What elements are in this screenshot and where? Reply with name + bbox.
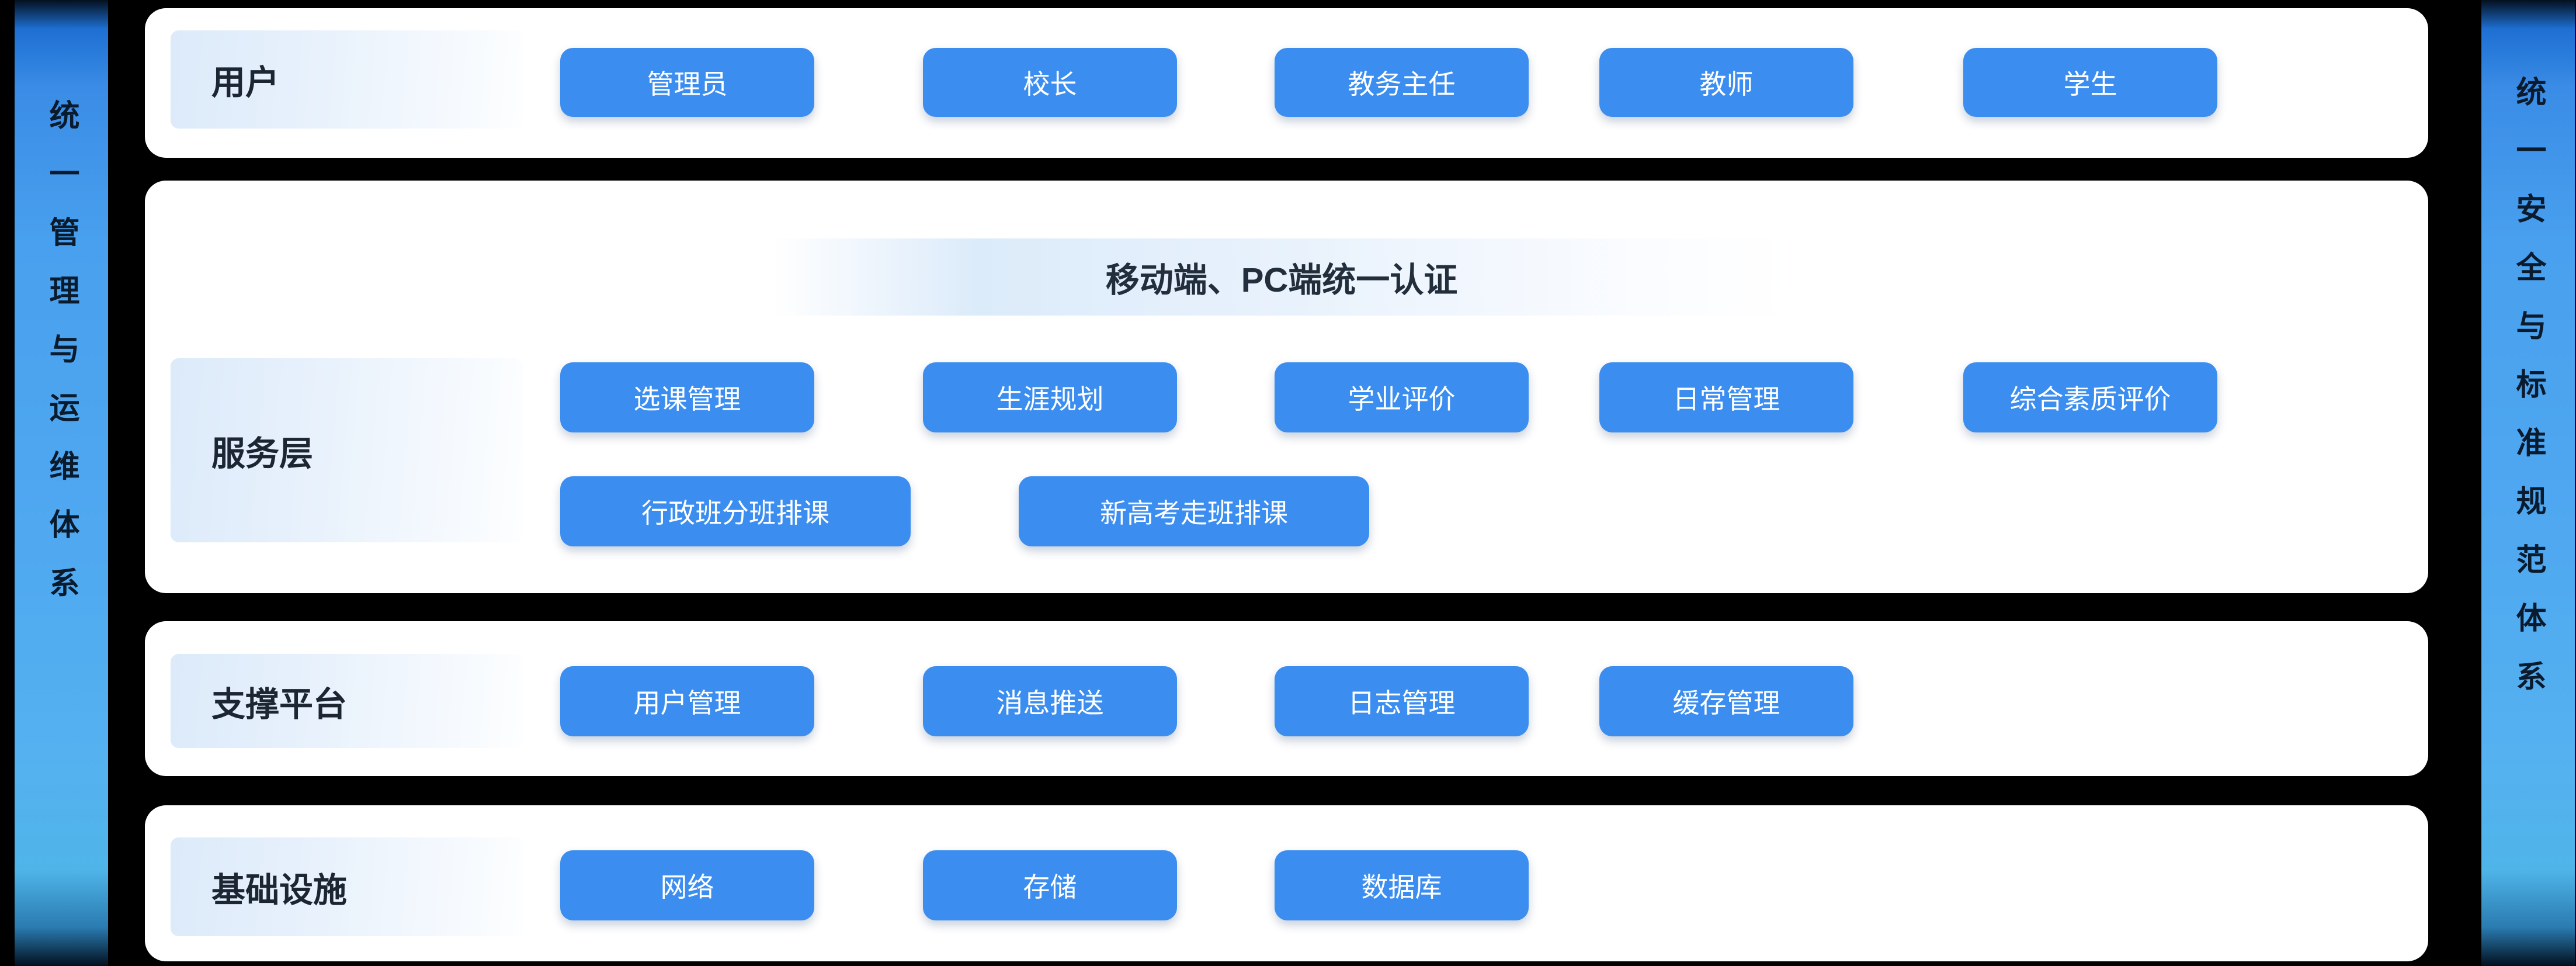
button-academic-evaluation[interactable]: 学业评价 xyxy=(1275,362,1529,432)
button-quality-evaluation[interactable]: 综合素质评价 xyxy=(1963,362,2217,432)
button-academic-director[interactable]: 教务主任 xyxy=(1275,48,1529,117)
layer-label-service: 服务层 xyxy=(171,358,523,542)
layer-label-infra: 基础设施 xyxy=(171,837,523,936)
left-ribbon: 统一管理与运维体系 xyxy=(15,0,108,966)
button-storage[interactable]: 存储 xyxy=(923,850,1177,920)
button-user-management[interactable]: 用户管理 xyxy=(560,666,814,736)
button-career-planning[interactable]: 生涯规划 xyxy=(923,362,1177,432)
button-course-selection[interactable]: 选课管理 xyxy=(560,362,814,432)
button-log-management[interactable]: 日志管理 xyxy=(1275,666,1529,736)
layer-box-support: 支撑平台 用户管理 消息推送 日志管理 缓存管理 xyxy=(145,621,2428,776)
button-student[interactable]: 学生 xyxy=(1963,48,2217,117)
layer-box-infra: 基础设施 网络 存储 数据库 xyxy=(145,805,2428,961)
right-ribbon: 统一安全与标准规范体系 xyxy=(2481,0,2575,966)
button-gaokao-class-scheduling[interactable]: 新高考走班排课 xyxy=(1019,476,1369,546)
layer-box-service: 移动端、PC端统一认证 服务层 选课管理 生涯规划 学业评价 日常管理 综合素质… xyxy=(145,181,2428,593)
unified-auth-banner: 移动端、PC端统一认证 xyxy=(772,238,1791,316)
button-principal[interactable]: 校长 xyxy=(923,48,1177,117)
button-cache-management[interactable]: 缓存管理 xyxy=(1599,666,1853,736)
right-ribbon-label: 统一安全与标准规范体系 xyxy=(2511,76,2545,719)
layer-box-users: 用户 管理员 校长 教务主任 教师 学生 xyxy=(145,8,2428,158)
button-daily-management[interactable]: 日常管理 xyxy=(1599,362,1853,432)
button-admin[interactable]: 管理员 xyxy=(560,48,814,117)
layer-label-support: 支撑平台 xyxy=(171,654,523,748)
button-network[interactable]: 网络 xyxy=(560,850,814,920)
button-message-push[interactable]: 消息推送 xyxy=(923,666,1177,736)
button-database[interactable]: 数据库 xyxy=(1275,850,1529,920)
button-admin-class-scheduling[interactable]: 行政班分班排课 xyxy=(560,476,911,546)
button-teacher[interactable]: 教师 xyxy=(1599,48,1853,117)
left-ribbon-label: 统一管理与运维体系 xyxy=(44,99,78,625)
layer-label-users: 用户 xyxy=(171,30,523,129)
